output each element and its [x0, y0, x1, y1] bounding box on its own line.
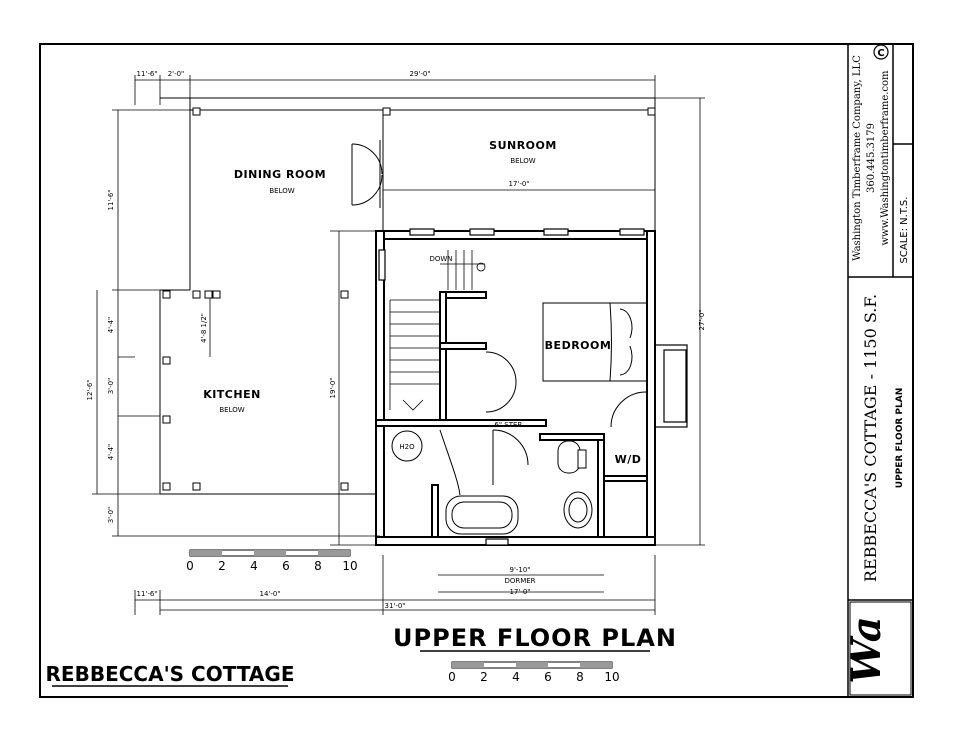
sunroom-label: SUNROOM: [489, 139, 557, 152]
dim-sun-width: 17'-0": [508, 180, 529, 188]
windows: [378, 228, 688, 546]
scale-tick: 6: [282, 559, 290, 573]
h2o-label: H2O: [399, 443, 415, 451]
scale-tick: 6: [544, 670, 552, 684]
company-website: www.Washingtontimberframe.com: [880, 70, 891, 246]
scale-tick: 10: [604, 670, 619, 684]
scale-tick: 8: [576, 670, 584, 684]
dim-overall-depth: 27'-0": [698, 309, 706, 330]
dim-top-a: 11'-6": [136, 70, 157, 78]
dim-left-b: 3'-0": [107, 378, 115, 395]
step-label: 6" STEP: [494, 421, 521, 429]
sheet-subtitle: UPPER FLOOR PLAN: [895, 388, 905, 488]
dim-left-c: 4'-4": [107, 444, 115, 461]
company-phone: 360.445.3179: [866, 123, 877, 193]
wd-label: W/D: [615, 453, 642, 466]
dim-left-total: 12'-6": [86, 379, 94, 400]
sink-icon: [563, 491, 593, 529]
bathtub-icon: [445, 495, 519, 535]
scale-tick: 0: [186, 559, 194, 573]
dining-room-note: BELOW: [269, 187, 294, 195]
dim-top-b: 2'-0": [168, 70, 185, 78]
dim-bottom-total: 31'-0": [384, 602, 405, 610]
water-heater-icon: [391, 430, 423, 462]
sunroom-doors: [351, 140, 383, 208]
kitchen-label: KITCHEN: [203, 388, 261, 401]
plan-title: UPPER FLOOR PLAN: [393, 624, 677, 652]
scale-tick: 10: [342, 559, 357, 573]
dormer-label: DORMER: [504, 577, 535, 585]
sheet-title: REBBECCA'S COTTAGE - 1150 S.F.: [861, 294, 880, 582]
dining-room-label: DINING ROOM: [234, 168, 326, 181]
title-block-frame: [847, 44, 913, 697]
dim-left-upper: 11'-6": [107, 189, 115, 210]
scale-tick: 2: [218, 559, 226, 573]
bed: [542, 302, 648, 382]
scale-bar-title: 0 2 4 6 8 10: [448, 661, 620, 684]
kitchen-note: BELOW: [219, 406, 244, 414]
toilet-icon: [557, 440, 581, 474]
dim-kitchen-stub: 4'-8 1/2": [200, 313, 208, 343]
dim-dormer-outer: 17'-0": [509, 588, 530, 596]
upper-floor-walls: [375, 230, 656, 546]
bedroom-label: BEDROOM: [545, 339, 612, 352]
dim-stair-height: 19'-0": [329, 377, 337, 398]
sheet-border: [39, 43, 914, 698]
dim-dormer-inner: 9'-10": [509, 566, 530, 574]
dim-left-bottom: 3'-0": [107, 507, 115, 524]
company-logo: Wa: [843, 601, 912, 696]
door-swings: [439, 351, 647, 496]
project-name: REBBECCA'S COTTAGE: [46, 662, 295, 686]
stair-down-label: DOWN: [429, 255, 452, 263]
logo-mark: Wa: [843, 616, 890, 683]
company-name: Washington Timberframe Company, LLC: [852, 55, 863, 261]
scale-tick: 4: [512, 670, 520, 684]
copyright-mark: C: [877, 48, 884, 59]
dim-bottom-b: 14'-0": [259, 590, 280, 598]
scale-tick: 8: [314, 559, 322, 573]
sunroom-note: BELOW: [510, 157, 535, 165]
lower-floor-outline: [159, 97, 656, 495]
stairs: [389, 250, 486, 411]
copyright-icon: [873, 44, 889, 60]
bath-fixtures: [391, 430, 593, 535]
dim-bottom-a: 11'-6": [136, 590, 157, 598]
posts: [162, 107, 656, 491]
scale-note: SCALE: N.T.S.: [899, 197, 910, 264]
dim-top-c: 29'-0": [409, 70, 430, 78]
scale-tick: 2: [480, 670, 488, 684]
dim-left-a: 4'-4": [107, 317, 115, 334]
scale-tick: 0: [448, 670, 456, 684]
scale-tick: 4: [250, 559, 258, 573]
scale-bar-plan: 0 2 4 6 8 10: [186, 549, 358, 573]
dimension-lines: [92, 75, 705, 615]
